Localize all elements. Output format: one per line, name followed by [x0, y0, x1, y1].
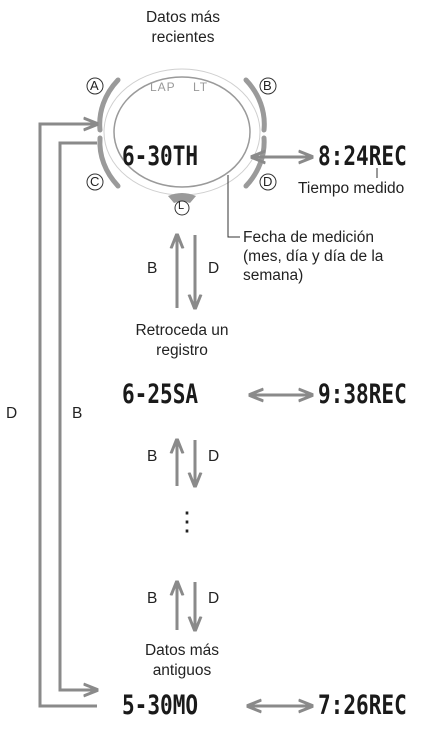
loop-d-label: D: [6, 405, 18, 422]
button-b[interactable]: B: [263, 78, 272, 93]
oldest-data-line2: antiguos: [152, 662, 212, 679]
lt-label: LT: [193, 80, 209, 94]
record-2-date: 6-25SA: [122, 379, 199, 410]
oldest-data-label: Datos más antiguos: [112, 641, 252, 681]
d-loop-line: [38, 124, 97, 708]
measurement-date-label: Fecha de medición (mes, día y día de la …: [243, 228, 383, 285]
b-loop-line: [58, 141, 97, 690]
record-3-time: 7:26REC: [318, 690, 407, 721]
latest-data-line2: recientes: [151, 29, 215, 46]
button-a[interactable]: A: [90, 78, 99, 93]
step-back-line2: registro: [156, 342, 208, 359]
measurement-date-line3: semana): [243, 267, 304, 284]
button-l[interactable]: L: [178, 200, 185, 212]
latest-data-label: Datos más recientes: [110, 8, 256, 48]
measurement-date-line2: (mes, día y día de la: [243, 248, 384, 265]
step-back-line1: Retroceda un: [135, 322, 229, 339]
measurement-date-line1: Fecha de medición: [243, 229, 374, 246]
record-1-time: 8:24REC: [318, 141, 407, 172]
oldest-data-line1: Datos más: [144, 642, 220, 659]
nav-d-1: D: [208, 260, 220, 277]
button-c[interactable]: C: [90, 174, 100, 189]
button-d[interactable]: D: [263, 174, 273, 189]
nav-b-3: B: [147, 590, 158, 607]
loop-b-label: B: [72, 405, 83, 422]
watch-face: [86, 68, 277, 216]
lap-label: LAP: [150, 80, 176, 94]
date-callout: [227, 175, 240, 238]
nav-b-2: B: [147, 448, 158, 465]
record-3-date: 5-30MO: [122, 690, 199, 721]
latest-data-line1: Datos más: [145, 9, 221, 26]
ellipsis-dots: ⋮: [174, 506, 200, 536]
step-back-label: Retroceda un registro: [112, 321, 252, 361]
record-2-time: 9:38REC: [318, 379, 407, 410]
nav-b-1: B: [147, 260, 158, 277]
record-1-date: 6-30TH: [122, 141, 199, 172]
measured-time-label: Tiempo medido: [298, 180, 405, 197]
nav-d-3: D: [208, 590, 220, 607]
nav-d-2: D: [208, 448, 220, 465]
